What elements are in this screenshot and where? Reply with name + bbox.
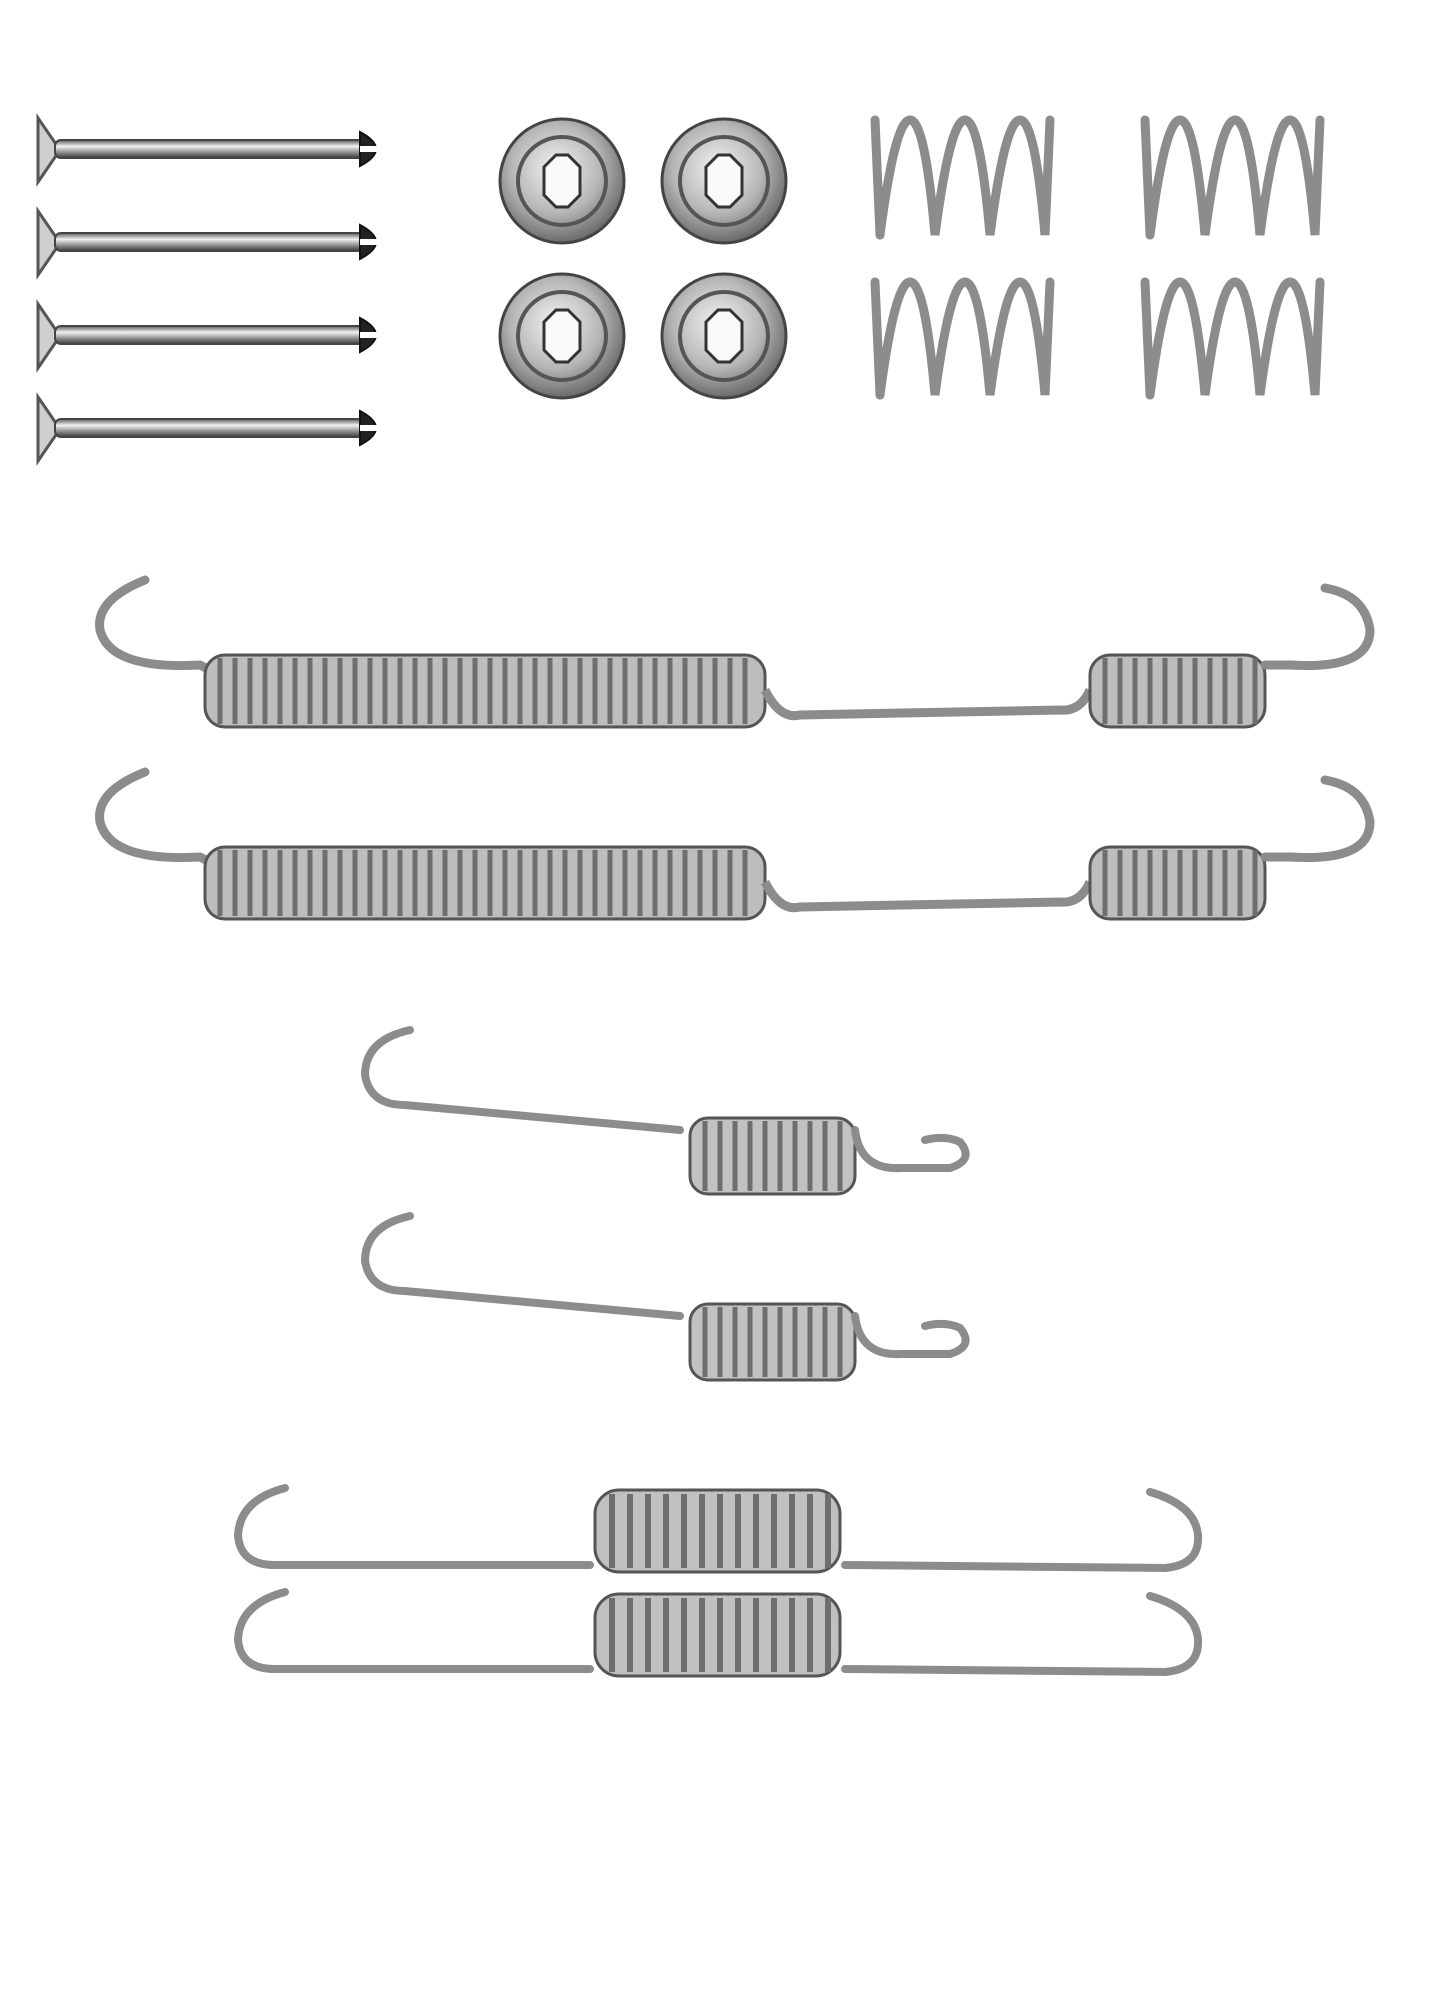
- pin-icon: [36, 392, 382, 466]
- hold-down-pins: [36, 113, 382, 466]
- dual-coil-spring-icon: [95, 575, 1375, 729]
- pin-icon: [36, 113, 382, 187]
- coil-spring-icon: [1140, 115, 1325, 240]
- hook-spring-icon: [360, 1026, 970, 1196]
- cup-washer-icon: [660, 272, 788, 400]
- center-coil-spring-icon: [233, 1484, 1203, 1574]
- cup-washer-icon: [498, 117, 626, 245]
- retainer-cups: [498, 117, 788, 400]
- coil-spring-icon: [870, 277, 1055, 400]
- hook-spring-icon: [360, 1212, 970, 1382]
- long-return-springs: [95, 575, 1375, 921]
- pin-icon: [36, 206, 382, 280]
- cup-washer-icon: [498, 272, 626, 400]
- dual-coil-spring-icon: [95, 767, 1375, 921]
- cup-washer-icon: [660, 117, 788, 245]
- compression-springs: [870, 115, 1325, 400]
- short-return-springs: [233, 1484, 1203, 1678]
- pin-icon: [36, 299, 382, 373]
- center-coil-spring-icon: [233, 1588, 1203, 1678]
- medium-return-springs: [360, 1026, 970, 1382]
- coil-spring-icon: [870, 115, 1055, 240]
- coil-spring-icon: [1140, 277, 1325, 400]
